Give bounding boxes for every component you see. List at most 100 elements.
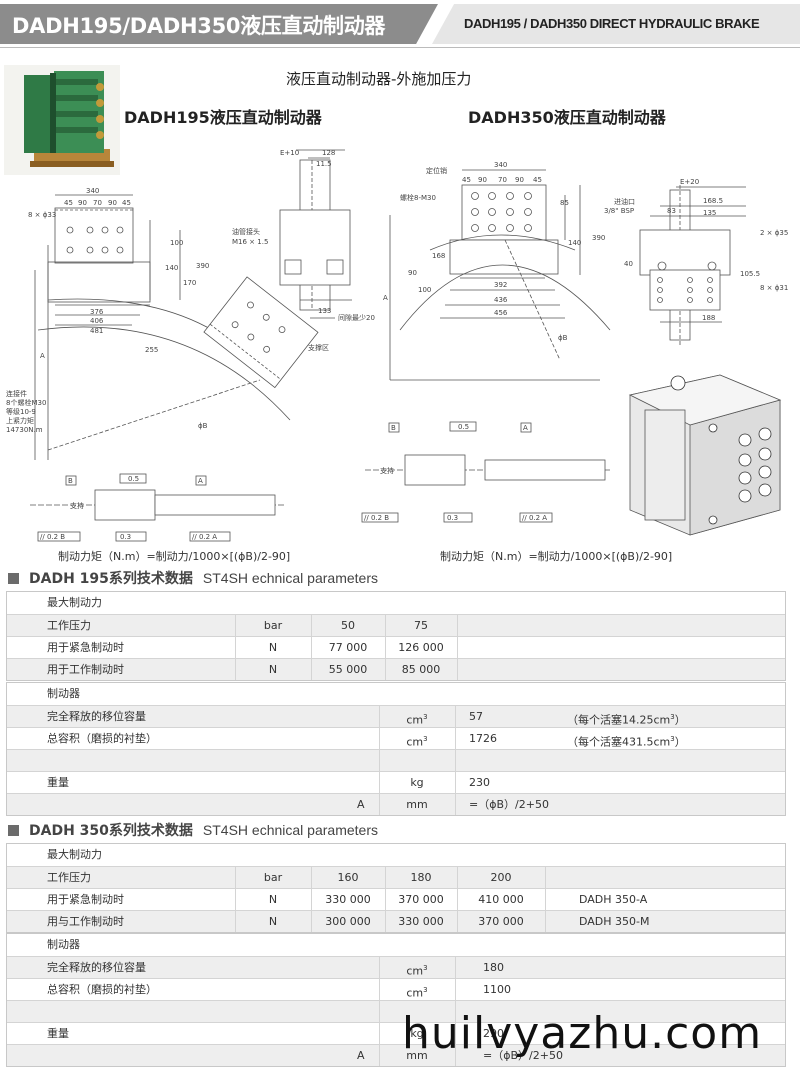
svg-text:340: 340 [494,161,507,169]
brake-photo [4,65,120,175]
svg-text:A: A [383,294,388,302]
svg-text:2 × ϕ35: 2 × ϕ35 [760,229,788,237]
svg-text:188: 188 [702,314,715,322]
svg-text:0.3: 0.3 [447,514,458,522]
svg-text:90: 90 [515,176,524,184]
svg-text:481: 481 [90,327,103,335]
svg-text:168: 168 [432,252,445,260]
section-title-195: DADH 195系列技术数据 ST4SH echnical parameters [8,567,378,589]
table-row: 最大制动力 [47,848,102,861]
svg-text:0.3: 0.3 [120,533,131,541]
svg-text:45: 45 [122,199,131,207]
svg-text:A: A [198,477,203,485]
header-title-block: DADH195/DADH350液压直动制动器 [0,4,438,44]
svg-text:进油口: 进油口 [614,197,635,206]
svg-text:0.5: 0.5 [128,475,139,483]
svg-text:90: 90 [78,199,87,207]
technical-drawings: 8 × ϕ33 340 45 90 70 90 45 376 406 481 2… [6,149,788,542]
d195-w340: 340 [86,187,99,195]
formula-195: 制动力矩（N.m）=制动力/1000×[(ϕB)/2-90] [58,550,291,563]
svg-text:83: 83 [667,207,676,215]
table-195-brake: 制动器 完全释放的移位容量 cm3 57 （每个活塞14.25cm3） 总容积（… [6,682,786,816]
svg-text:100: 100 [170,239,183,247]
svg-text:螺栓8-M30: 螺栓8-M30 [400,193,436,202]
d195-body-bottom [47,261,151,303]
svg-text:45: 45 [64,199,73,207]
svg-text:140: 140 [568,239,581,247]
table-row: A mm =（ϕB）/2+50 [7,793,785,815]
svg-text:40: 40 [624,260,633,268]
table-row: 用与工作制动时 N 300 000 330 000 370 000 DADH 3… [7,910,785,932]
model-195-title: DADH195液压直动制动器 [124,108,322,127]
svg-text:11.5: 11.5 [316,160,332,168]
table-row [7,1000,785,1022]
table-row: 制动器 [47,687,80,700]
table-row: 总容积（磨损的衬垫） cm3 1726 （每个活塞431.5cm3） [7,727,785,749]
svg-text:255: 255 [145,346,158,354]
d195-bolt-holes: 8 × ϕ33 [28,211,56,219]
drawing-195 [30,149,352,542]
svg-text:8 × ϕ31: 8 × ϕ31 [760,284,788,292]
brake-photo-illustration [4,65,120,175]
table-row [7,749,785,771]
svg-text:A: A [40,352,45,360]
drawing-350-labels: 定位销 螺栓8-M30 340 45 90 70 90 45 85 140 39… [364,161,788,522]
svg-text:85: 85 [560,199,569,207]
table-row: 完全释放的移位容量 cm3 57 （每个活塞14.25cm3） [7,705,785,727]
table-row: 最大制动力 [47,596,102,609]
table-row: 总容积（磨损的衬垫） cm3 1100 [7,978,785,1000]
svg-text:456: 456 [494,309,508,317]
svg-text:14730N.m: 14730N.m [6,426,43,434]
page-header: DADH195/DADH350液压直动制动器 DADH195 / DADH350… [0,0,800,50]
table-row: 重量 kg 230 [7,771,785,793]
section-title-350: DADH 350系列技术数据 ST4SH echnical parameters [8,819,378,841]
svg-text:// 0.2 A: // 0.2 A [522,514,547,522]
svg-text:ϕB: ϕB [198,422,208,430]
header-divider [0,47,800,48]
section-bullet-icon [8,824,19,836]
header-title-en-block: DADH195 / DADH350 DIRECT HYDRAULIC BRAKE [432,4,800,44]
drawing-subtitle: 液压直动制动器-外施加压力 [286,70,472,88]
svg-text:定位销: 定位销 [426,166,447,175]
svg-text:E+20: E+20 [680,178,699,186]
svg-text:100: 100 [418,286,431,294]
table-row: 用于紧急制动时 N 330 000 370 000 410 000 DADH 3… [7,888,785,910]
formula-350: 制动力矩（N.m）=制动力/1000×[(ϕB)/2-90] [440,550,673,563]
table-row: 重量 kg 290 [7,1022,785,1044]
svg-text:390: 390 [196,262,209,270]
svg-text:M16 × 1.5: M16 × 1.5 [232,238,268,246]
svg-text:70: 70 [93,199,102,207]
svg-text:90: 90 [478,176,487,184]
svg-text:3/8" BSP: 3/8" BSP [604,207,634,215]
d195-body-top [54,207,134,264]
table-row: 用于工作制动时 N 55 000 85 000 [7,658,785,680]
svg-text:// 0.2 B: // 0.2 B [40,533,65,541]
svg-text:A: A [523,424,528,432]
svg-text:// 0.2 B: // 0.2 B [364,514,389,522]
svg-text:支持: 支持 [380,466,394,475]
svg-text:等级10-9: 等级10-9 [6,407,36,416]
svg-text:E+10: E+10 [280,149,299,157]
svg-text:128: 128 [322,149,335,157]
brake-350-3d-model [628,374,782,536]
svg-text:油管接头: 油管接头 [232,227,260,236]
table-row: 工作压力 bar 160 180 200 [7,866,785,888]
model-350-title: DADH350液压直动制动器 [468,108,666,127]
table-row: 工作压力 bar 50 75 [7,614,785,636]
svg-text:168.5: 168.5 [703,197,723,205]
svg-text:// 0.2 A: // 0.2 A [192,533,217,541]
svg-text:170: 170 [183,279,196,287]
section-195-en: ST4SH echnical parameters [202,570,378,586]
drawing-195-labels: 8 × ϕ33 340 45 90 70 90 45 376 406 481 2… [6,149,375,541]
svg-text:上紧力矩: 上紧力矩 [6,416,34,425]
svg-text:90: 90 [408,269,417,277]
svg-text:支持: 支持 [70,501,84,510]
svg-text:406: 406 [90,317,104,325]
svg-text:B: B [68,477,73,485]
svg-text:ϕB: ϕB [558,334,568,342]
svg-text:90: 90 [108,199,117,207]
table-350-brake: 制动器 完全释放的移位容量 cm3 180 总容积（磨损的衬垫） cm3 110… [6,933,786,1067]
svg-text:支撑区: 支撑区 [308,343,329,352]
svg-text:45: 45 [462,176,471,184]
svg-text:135: 135 [703,209,716,217]
